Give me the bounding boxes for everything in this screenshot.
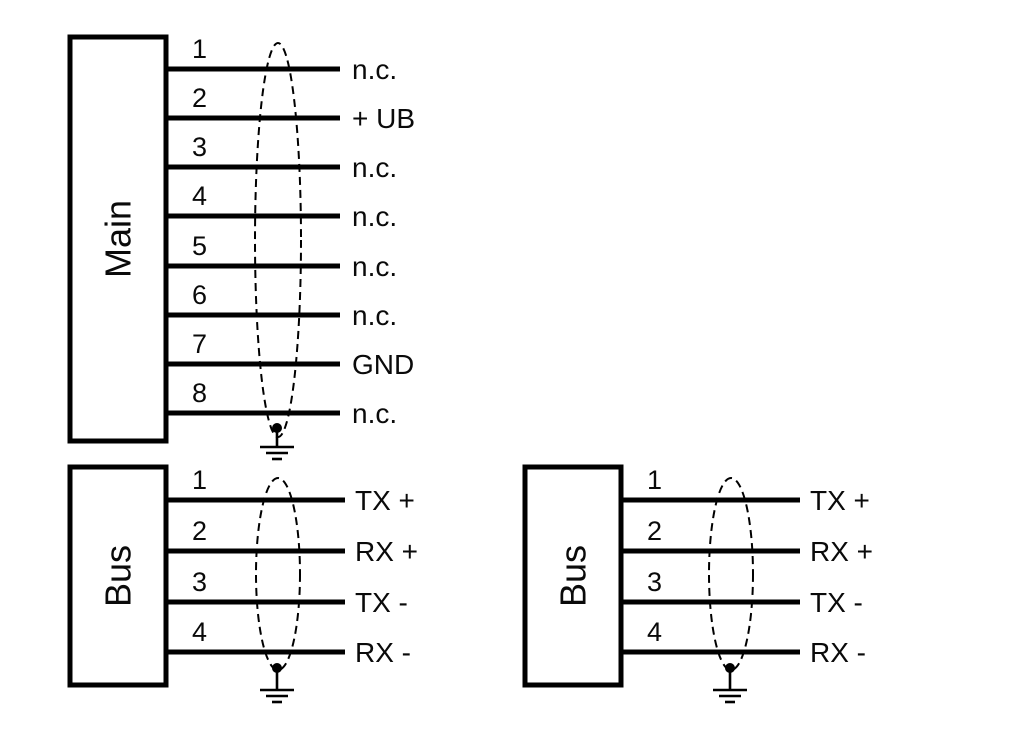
connector-main: Main 1 n.c. 2 + UB 3 n.c. 4 n.c. 5 <box>67 34 415 461</box>
pin-row: 2 RX + <box>166 516 418 567</box>
pin-row: 2 + UB <box>166 83 415 134</box>
pin-number: 5 <box>192 231 207 261</box>
pin-row: 4 RX - <box>166 617 411 668</box>
pin-row: 1 TX + <box>621 465 870 516</box>
pin-label: n.c. <box>352 300 397 331</box>
cable-shield-icon <box>255 477 301 671</box>
pin-row: 4 n.c. <box>166 181 397 232</box>
connector-main-body <box>67 34 169 444</box>
pin-number: 2 <box>647 516 662 546</box>
pin-label: RX + <box>810 536 873 567</box>
pin-label: TX - <box>355 587 408 618</box>
pin-row: 8 n.c. <box>166 378 397 429</box>
cable-shield-icon <box>254 42 302 438</box>
pin-label: n.c. <box>352 152 397 183</box>
pin-number: 2 <box>192 516 207 546</box>
pin-label: RX - <box>355 637 411 668</box>
connector-bus-left: Bus 1 TX + 2 RX + 3 TX - 4 RX - <box>67 464 418 704</box>
ground-icon <box>260 663 294 704</box>
pin-label: RX + <box>355 536 418 567</box>
pin-number: 4 <box>192 181 207 211</box>
pin-row: 2 RX + <box>621 516 873 567</box>
pin-row: 3 TX - <box>621 567 863 618</box>
pin-number: 1 <box>192 465 207 495</box>
connector-bus-right-body <box>522 464 624 688</box>
pin-label: TX + <box>810 485 870 516</box>
connector-bus-left-name: Bus <box>98 545 139 607</box>
pin-label: + UB <box>352 103 415 134</box>
cable-shield-icon <box>708 477 754 671</box>
pin-number: 1 <box>647 465 662 495</box>
pin-number: 3 <box>192 567 207 597</box>
pin-label: RX - <box>810 637 866 668</box>
ground-icon <box>713 663 747 704</box>
pin-row: 4 RX - <box>621 617 866 668</box>
pin-number: 3 <box>192 132 207 162</box>
pin-label: n.c. <box>352 251 397 282</box>
pin-row: 1 TX + <box>166 465 415 516</box>
pin-row: 3 TX - <box>166 567 408 618</box>
pin-number: 1 <box>192 34 207 64</box>
pin-number: 7 <box>192 329 207 359</box>
pin-label: n.c. <box>352 54 397 85</box>
pin-number: 4 <box>192 617 207 647</box>
connector-bus-right: Bus 1 TX + 2 RX + 3 TX - 4 RX - <box>522 464 873 704</box>
pin-number: 2 <box>192 83 207 113</box>
pin-row: 1 n.c. <box>166 34 397 85</box>
pin-row: 5 n.c. <box>166 231 397 282</box>
pin-label: n.c. <box>352 201 397 232</box>
pin-number: 3 <box>647 567 662 597</box>
pin-row: 3 n.c. <box>166 132 397 183</box>
pin-label: n.c. <box>352 398 397 429</box>
pin-label: TX - <box>810 587 863 618</box>
connector-bus-right-name: Bus <box>553 545 594 607</box>
pin-number: 4 <box>647 617 662 647</box>
pin-row: 7 GND <box>166 329 414 380</box>
pin-number: 8 <box>192 378 207 408</box>
pin-row: 6 n.c. <box>166 280 397 331</box>
connector-bus-left-body <box>67 464 169 688</box>
pin-number: 6 <box>192 280 207 310</box>
ground-icon <box>260 423 294 461</box>
pin-label: GND <box>352 349 414 380</box>
connector-main-name: Main <box>98 200 139 278</box>
pin-label: TX + <box>355 485 415 516</box>
